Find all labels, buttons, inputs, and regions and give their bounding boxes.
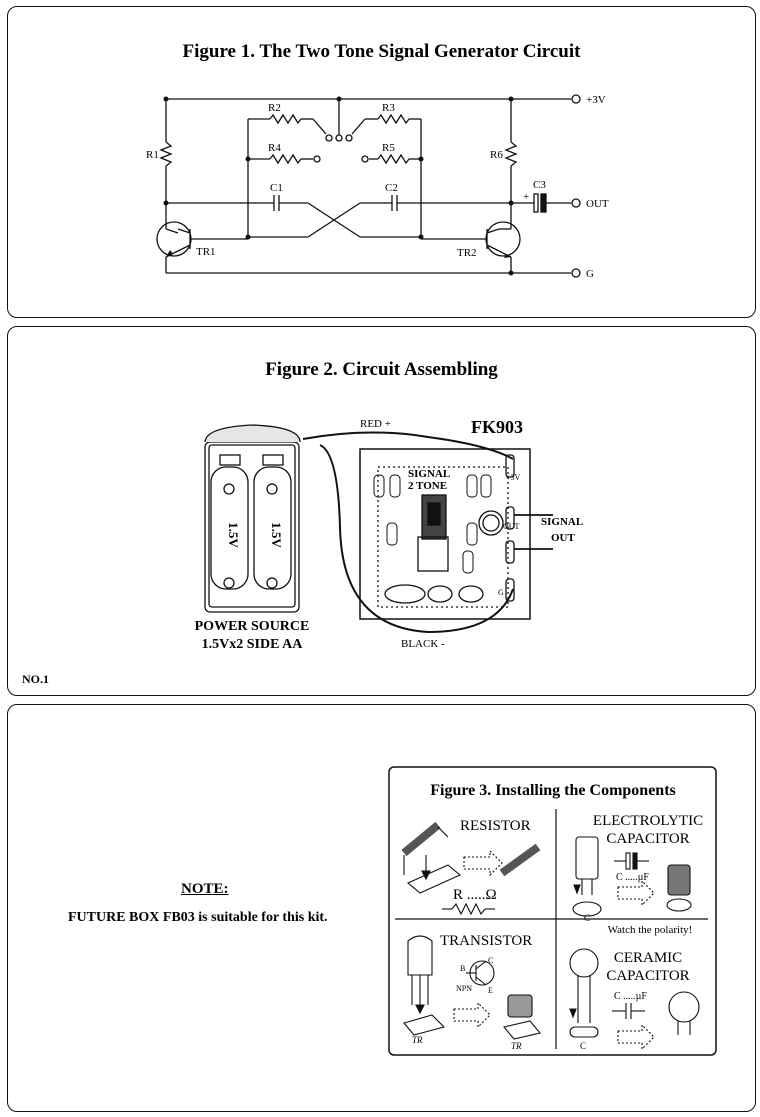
note-text: FUTURE BOX FB03 is suitable for this kit…: [68, 910, 328, 925]
ceramic-label-2: CAPACITOR: [606, 968, 689, 984]
figure2-title: Figure 2. Circuit Assembling: [265, 359, 498, 380]
label-c2: C2: [385, 182, 398, 194]
components-diagram: Figure 3. Installing the Components RESI…: [388, 766, 717, 1056]
label-tr1: TR1: [196, 246, 216, 258]
pcb-out-label: OUT: [503, 522, 520, 531]
label-r2: R2: [268, 102, 281, 114]
label-r1: R1: [146, 149, 159, 161]
label-g: G: [586, 268, 594, 280]
transistor-label: TRANSISTOR: [440, 933, 532, 949]
signal-out-line2: OUT: [551, 532, 576, 544]
battery-voltage-2: 1.5V: [269, 522, 284, 548]
tr-mark-1: TR: [412, 1035, 423, 1045]
label-r3: R3: [382, 102, 395, 114]
pin-e-label: E: [488, 986, 493, 995]
electrolytic-label-2: CAPACITOR: [606, 831, 689, 847]
board-title-line2: 2 TONE: [408, 480, 447, 492]
pcb-g-label: G: [498, 588, 504, 597]
c-mark-ceramic: C: [580, 1041, 586, 1051]
label-c3-plus: +: [523, 191, 529, 203]
polarity-warning: Watch the polarity!: [608, 924, 693, 936]
black-wire-label: BLACK -: [401, 638, 445, 650]
assembly-diagram: RED + BLACK - +3V OUT G FK903 SIGNAL 2 T…: [22, 417, 583, 686]
figure3-panel: NOTE: FUTURE BOX FB03 is suitable for th…: [7, 704, 756, 1112]
page-number: NO.1: [22, 672, 49, 686]
signal-out-line1: SIGNAL: [541, 516, 583, 528]
electrolytic-label-1: ELECTROLYTIC: [593, 813, 703, 829]
kit-code: FK903: [471, 417, 523, 437]
c-mark-electrolytic: C: [584, 913, 590, 923]
label-out: OUT: [586, 198, 609, 210]
label-r4: R4: [268, 142, 281, 154]
electrolytic-formula: C .....µF: [616, 872, 649, 883]
figure1-title: Figure 1. The Two Tone Signal Generator …: [182, 41, 581, 62]
npn-label: NPN: [456, 984, 472, 993]
schematic-diagram: R1 R2 R3 R4 R5 R6 C1 C2 C3 + TR1 TR2 +3V…: [146, 94, 609, 280]
label-c3: C3: [533, 179, 546, 191]
ceramic-label-1: CERAMIC: [614, 950, 682, 966]
label-r5: R5: [382, 142, 395, 154]
pin-b-label: B: [460, 964, 465, 973]
ceramic-formula: C .....µF: [614, 991, 647, 1002]
label-tr2: TR2: [457, 247, 477, 259]
resistor-formula: R .....Ω: [453, 887, 497, 903]
battery-voltage-1: 1.5V: [226, 522, 241, 548]
power-source-line2: 1.5Vx2 SIDE AA: [202, 637, 304, 652]
figure2-panel: Figure 2. Circuit Assembling: [7, 326, 756, 696]
board-title-line1: SIGNAL: [408, 468, 450, 480]
power-source-line1: POWER SOURCE: [195, 619, 310, 634]
pcb-3v-label: +3V: [506, 473, 521, 482]
figure1-panel: Figure 1. The Two Tone Signal Generator …: [7, 6, 756, 318]
figure3-title: Figure 3. Installing the Components: [430, 782, 676, 799]
resistor-label: RESISTOR: [460, 818, 531, 834]
note-title: NOTE:: [181, 881, 229, 897]
tr-mark-2: TR: [511, 1041, 522, 1051]
label-r6: R6: [490, 149, 503, 161]
label-c1: C1: [270, 182, 283, 194]
label-3v: +3V: [586, 94, 606, 106]
red-wire-label: RED +: [360, 418, 391, 430]
pin-c-label: C: [488, 956, 493, 965]
